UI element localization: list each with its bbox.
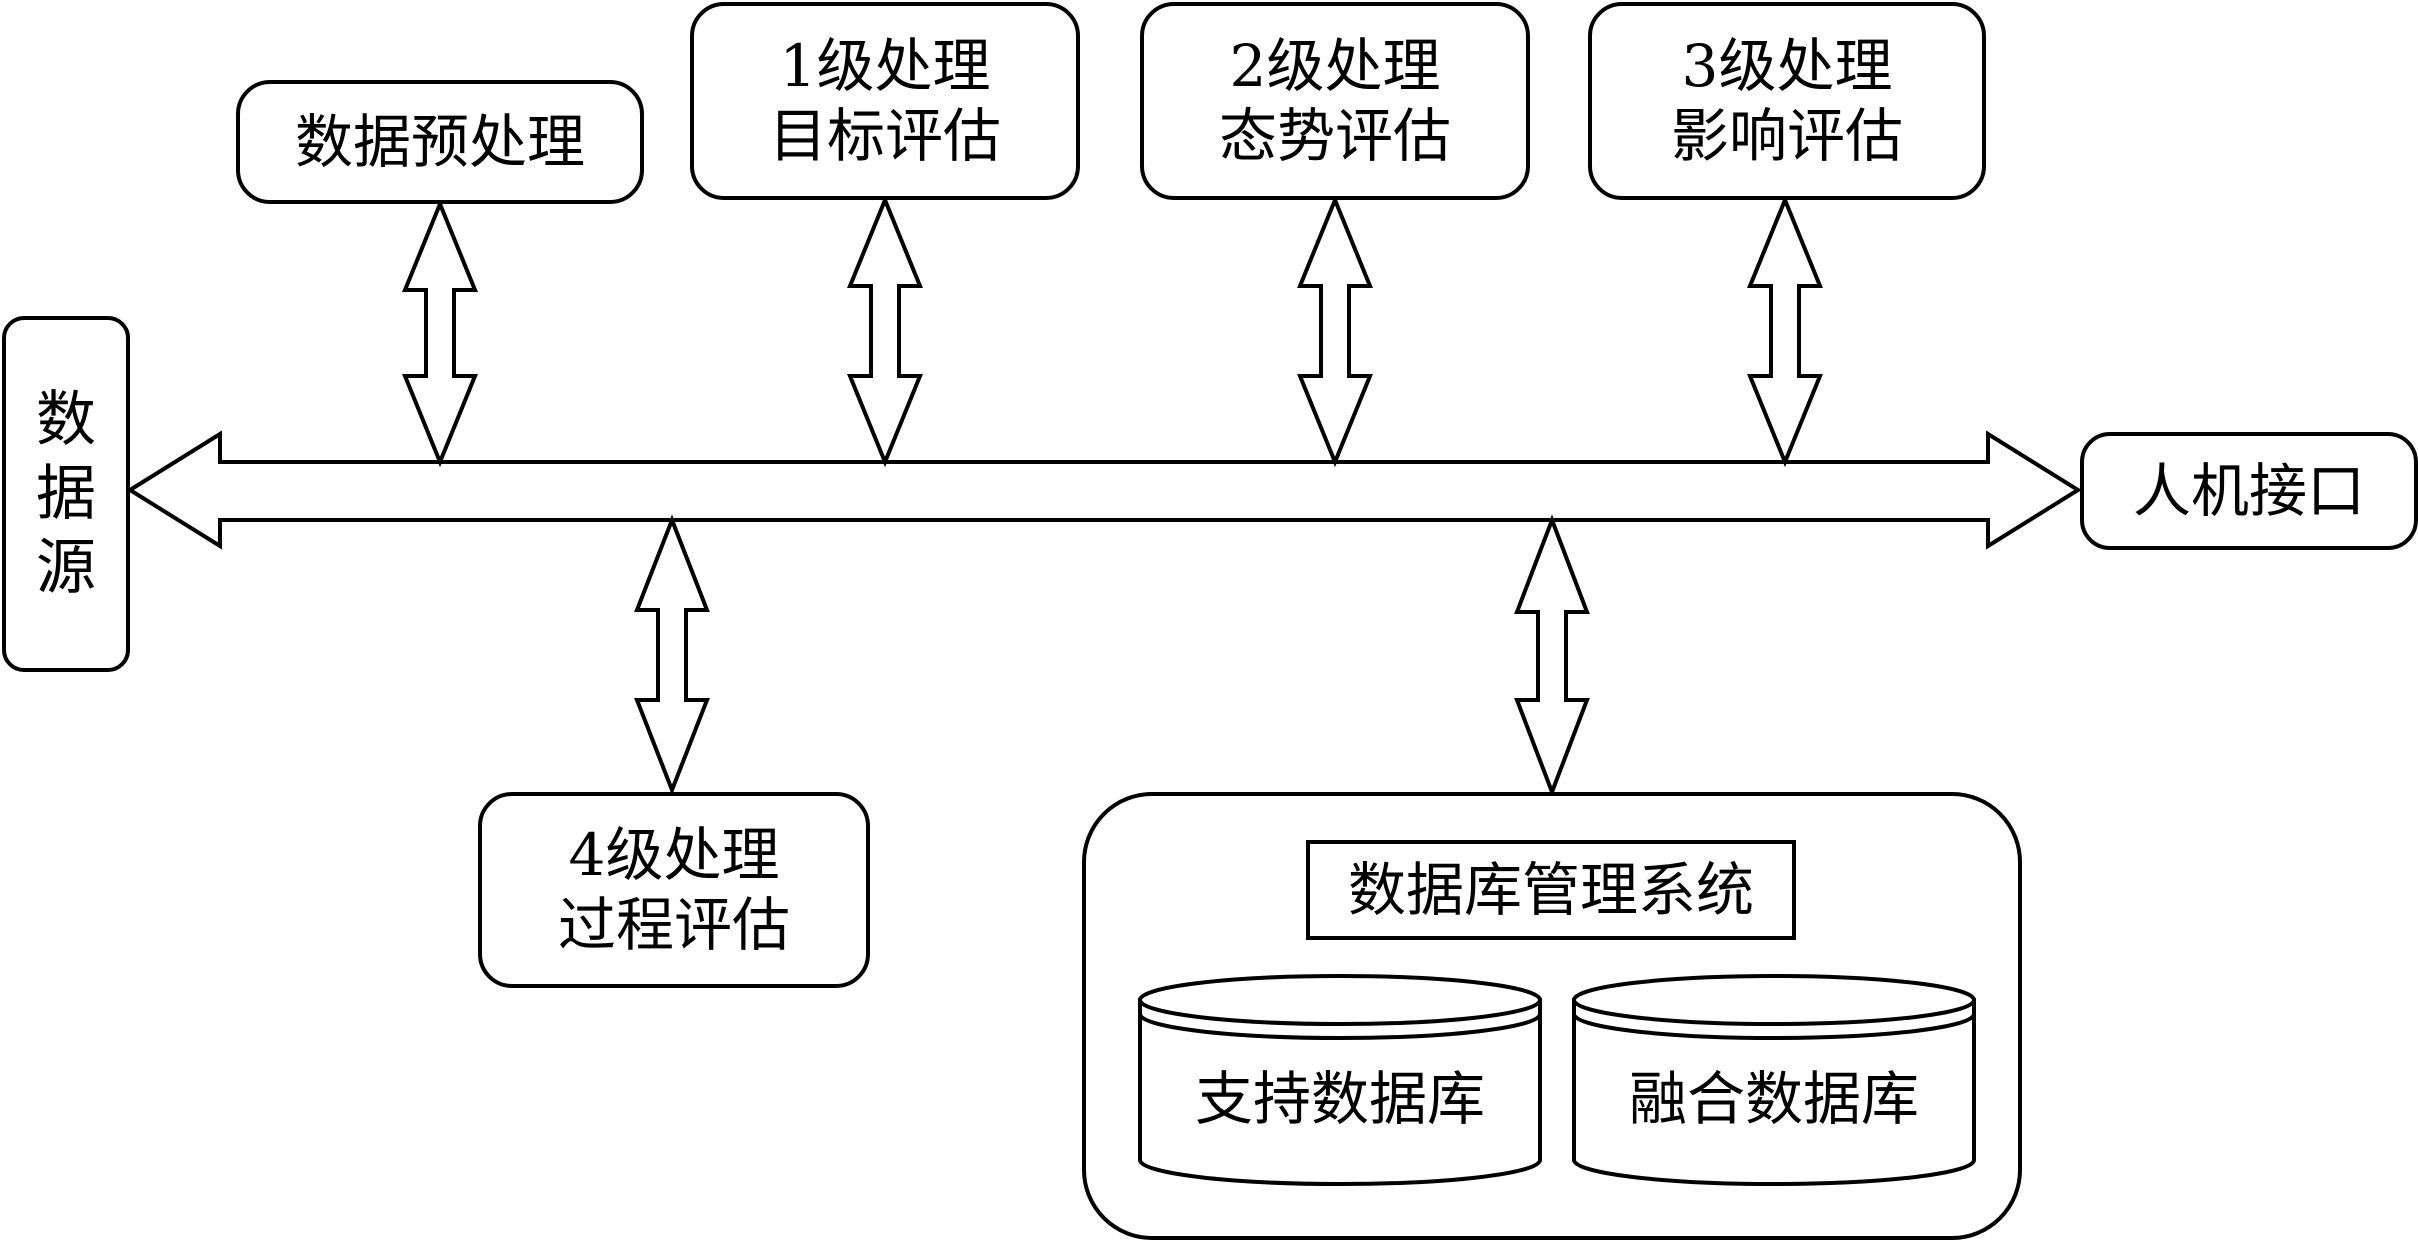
- level2-subtitle: 态势评估: [1218, 102, 1451, 170]
- level2-title: 2级处理: [1229, 32, 1441, 100]
- data-source-char-2: 据: [36, 459, 96, 529]
- hmi-box: 人机接口: [2080, 432, 2418, 550]
- preprocess-box: 数据预处理: [236, 80, 644, 204]
- arrow-level3: [1747, 194, 1823, 468]
- fusion-db-label: 融合数据库: [1628, 1065, 1919, 1133]
- arrow-level4: [634, 514, 710, 796]
- level3-title: 3级处理: [1681, 32, 1893, 100]
- data-source-box: 数 据 源: [2, 316, 130, 672]
- preprocess-label: 数据预处理: [294, 108, 585, 176]
- level4-box: 4级处理 过程评估: [478, 792, 870, 988]
- data-source-char-3: 源: [36, 533, 96, 603]
- level1-subtitle: 目标评估: [768, 102, 1001, 170]
- level1-title: 1级处理: [779, 32, 991, 100]
- data-source-char-1: 数: [36, 385, 96, 455]
- hmi-label: 人机接口: [2132, 457, 2365, 525]
- level2-box: 2级处理 态势评估: [1140, 2, 1530, 200]
- dbms-box: 数据库管理系统: [1306, 840, 1796, 940]
- data-bus-arrow: [126, 430, 2082, 550]
- support-db-label: 支持数据库: [1194, 1065, 1485, 1133]
- arrow-preprocess: [402, 198, 478, 468]
- arrow-level2: [1297, 194, 1373, 468]
- level1-box: 1级处理 目标评估: [690, 2, 1080, 200]
- dbms-title: 数据库管理系统: [1347, 856, 1754, 924]
- level4-title: 4级处理: [568, 821, 780, 889]
- level3-subtitle: 影响评估: [1670, 102, 1903, 170]
- arrow-level1: [847, 194, 923, 468]
- level4-subtitle: 过程评估: [557, 891, 790, 959]
- level3-box: 3级处理 影响评估: [1588, 2, 1986, 200]
